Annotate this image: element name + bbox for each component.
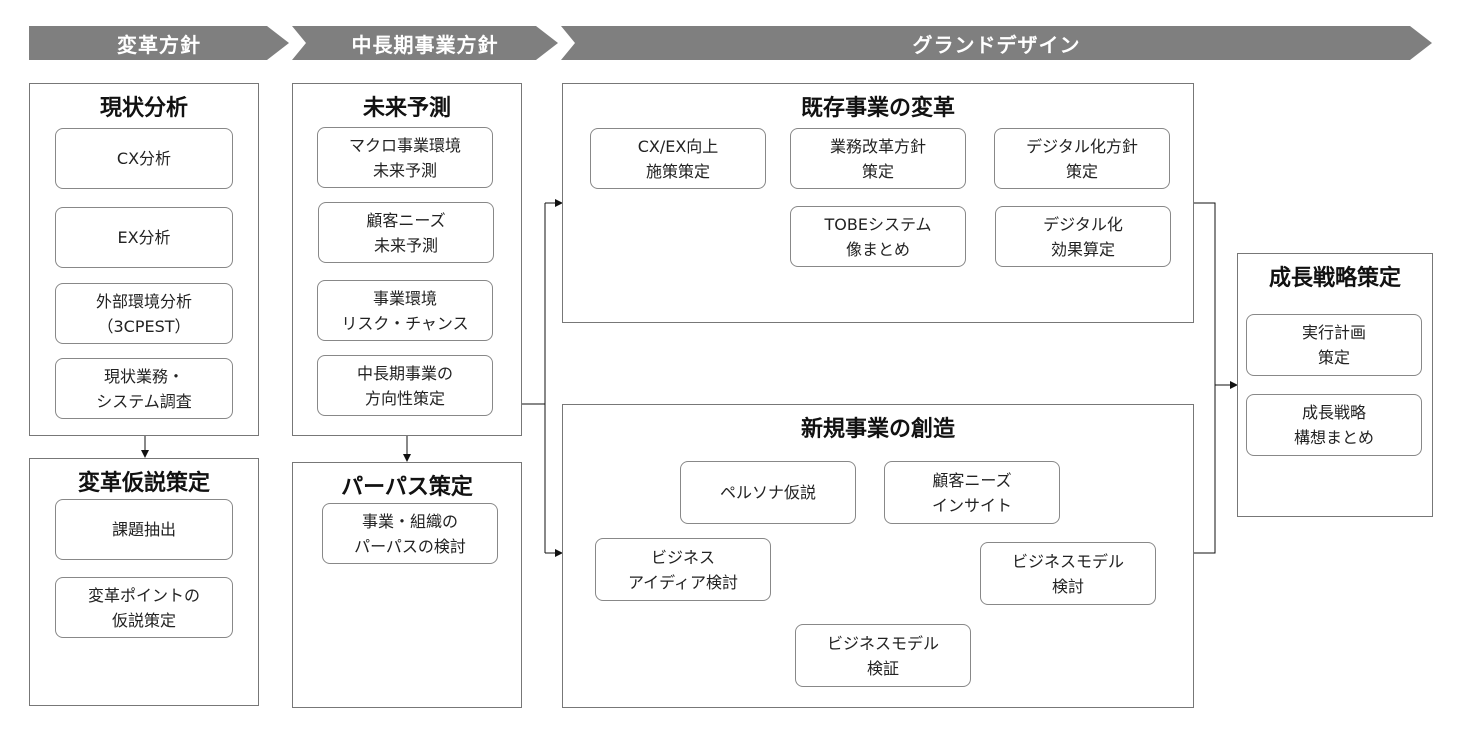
box-label: 検証 (866, 658, 899, 678)
box-label: 顧客ニーズ (366, 210, 446, 230)
box-label: 業務改革方針 (829, 136, 926, 156)
box-label: 顧客ニーズ (932, 470, 1012, 490)
panel-title: 成長戦略策定 (1268, 266, 1401, 291)
box-tobe-system: TOBEシステム像まとめ (790, 206, 966, 267)
box-label: 現状業務・ (103, 366, 184, 386)
box-business-model-kento: ビジネスモデル検討 (980, 542, 1156, 605)
box-label: CX分析 (116, 149, 172, 168)
box-label: 仮説策定 (111, 610, 176, 630)
phase-label: 中長期事業方針 (351, 32, 499, 57)
box-label: EX分析 (117, 228, 171, 247)
panel-title: 新規事業の創造 (800, 417, 955, 442)
box-jigyo-kankyo-risk: 事業環境リスク・チャンス (317, 280, 493, 341)
box-label: 策定 (861, 161, 894, 181)
box-label: 変革ポイントの (87, 585, 200, 605)
box-label: ペルソナ仮説 (719, 483, 816, 502)
panel-seicho-senryaku: 成長戦略策定 (1237, 253, 1433, 517)
box-digital-hoshin: デジタル化方針策定 (994, 128, 1170, 189)
box-label: 外部環境分析 (95, 291, 192, 311)
panel-title: 現状分析 (99, 96, 188, 121)
box-label: システム調査 (96, 391, 192, 411)
phase-header-chuchoki: 中長期事業方針 (292, 26, 558, 60)
phase-label: グランドデザイン (912, 32, 1081, 57)
phase-label: 変革方針 (117, 32, 201, 57)
box-purpose-kento: 事業・組織のパーパスの検討 (322, 503, 498, 564)
phase-header-henkaku-hoshin: 変革方針 (29, 26, 289, 60)
box-label: CX/EX向上 (637, 136, 719, 156)
box-henkaku-point: 変革ポイントの仮説策定 (55, 577, 233, 638)
box-label: 未来予測 (372, 160, 437, 180)
box-kokyaku-insight: 顧客ニーズインサイト (884, 461, 1060, 524)
box-business-model-kensho: ビジネスモデル検証 (795, 624, 971, 687)
box-label: アイディア検討 (627, 572, 739, 592)
box-label: 策定 (1317, 348, 1350, 367)
box-label: パーパスの検討 (354, 536, 466, 556)
box-label: 検討 (1051, 576, 1084, 596)
box-macro-jigyo: マクロ事業環境未来予測 (317, 127, 493, 188)
box-business-idea: ビジネスアイディア検討 (595, 538, 771, 601)
box-label: 実行計画 (1301, 323, 1366, 342)
box-label: 中長期事業の (356, 363, 453, 383)
box-genjo-gyomu: 現状業務・システム調査 (55, 358, 233, 419)
box-chuchoki-hokosei: 中長期事業の方向性策定 (317, 355, 493, 416)
box-persona-kasetsu: ペルソナ仮説 (680, 461, 856, 524)
panel-title: 未来予測 (362, 96, 451, 121)
box-label: 方向性策定 (364, 388, 445, 408)
box-label: TOBEシステム (824, 214, 932, 234)
box-cx-ex-kojo: CX/EX向上施策策定 (590, 128, 766, 189)
box-digital-koka: デジタル化効果算定 (995, 206, 1171, 267)
box-label: デジタル化 (1043, 214, 1123, 234)
box-label: 事業環境 (372, 288, 437, 308)
panel-title: 既存事業の変革 (800, 96, 955, 121)
panel-title: 変革仮説策定 (77, 471, 210, 496)
box-jikko-keikaku: 実行計画策定 (1246, 314, 1422, 376)
box-kadai-chushutsu: 課題抽出 (55, 499, 233, 560)
box-label: デジタル化方針 (1026, 136, 1138, 156)
box-seicho-koso: 成長戦略構想まとめ (1246, 394, 1422, 456)
box-label: （3CPEST） (97, 316, 191, 336)
box-gaibu-kankyo: 外部環境分析 （3CPEST） (55, 283, 233, 344)
box-label: 施策策定 (645, 161, 710, 181)
box-cx-bunseki: CX分析 (55, 128, 233, 189)
panel-purpose-sakutei: パーパス策定 (292, 462, 522, 708)
line-merge (1194, 202, 1216, 554)
box-kokyaku-needs-mirai: 顧客ニーズ未来予測 (318, 202, 494, 263)
box-label: ビジネス (650, 547, 715, 567)
box-label: ビジネスモデル (1011, 551, 1124, 571)
box-gyomu-kaikaku: 業務改革方針策定 (790, 128, 966, 189)
box-label: 策定 (1065, 161, 1098, 181)
box-label: ビジネスモデル (826, 633, 939, 653)
box-label: 未来予測 (373, 235, 438, 255)
box-label: マクロ事業環境 (348, 135, 461, 155)
box-label: 像まとめ (845, 239, 910, 259)
panel-kison-jigyo: 既存事業の変革 (562, 83, 1194, 323)
phase-header-grand-design: グランドデザイン (561, 26, 1432, 60)
box-label: 成長戦略 (1301, 403, 1366, 422)
box-label: 構想まとめ (1293, 428, 1374, 447)
box-label: リスク・チャンス (341, 313, 469, 333)
box-label: 課題抽出 (111, 520, 176, 539)
box-label: 効果算定 (1050, 239, 1115, 259)
box-ex-bunseki: EX分析 (55, 207, 233, 268)
box-label: 事業・組織の (361, 511, 458, 531)
panel-title: パーパス策定 (341, 475, 473, 500)
box-label: インサイト (931, 495, 1012, 515)
